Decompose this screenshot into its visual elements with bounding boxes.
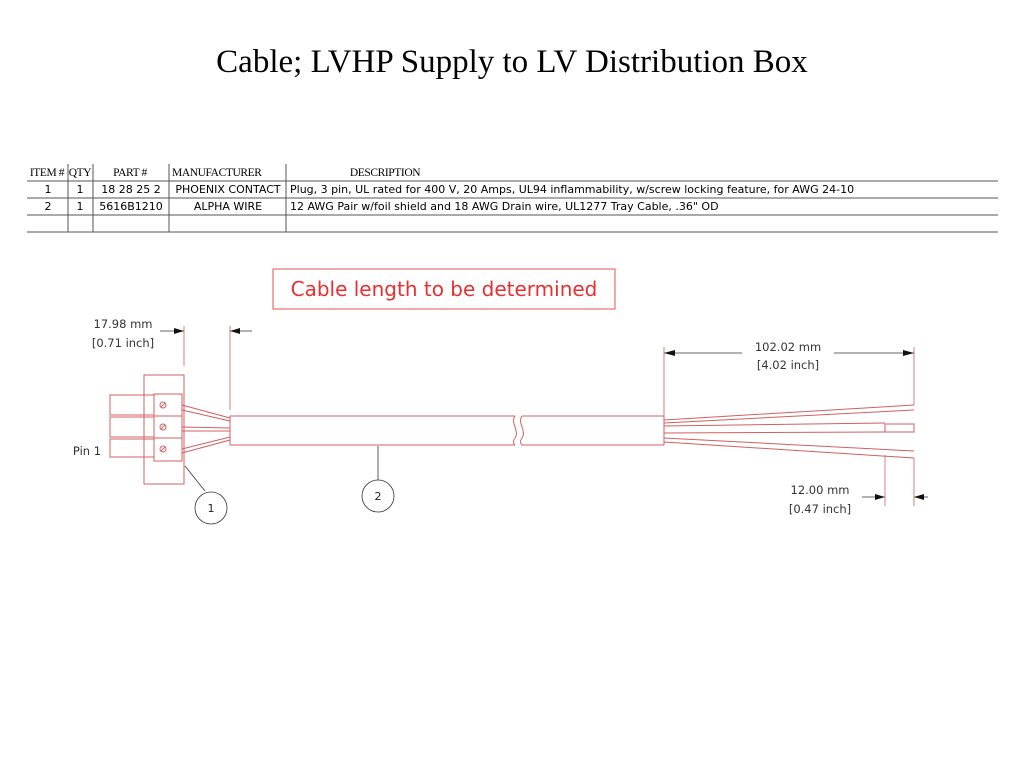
table-row: 1 1 18 28 25 2 PHOENIX CONTACT Plug, 3 p…: [45, 183, 855, 196]
dimension-tip: 12.00 mm [0.47 inch]: [789, 455, 928, 516]
balloon-2: 2: [361, 446, 395, 513]
bom-table: [27, 164, 998, 233]
dimension-connector-mm: 17.98 mm: [94, 317, 153, 331]
bom-cell-manufacturer: ALPHA WIRE: [194, 200, 262, 213]
dimension-strip-mm: 102.02 mm: [755, 340, 821, 354]
dimension-connector-inch: [0.71 inch]: [92, 336, 154, 350]
bom-header-part: PART #: [113, 167, 147, 179]
bom-header-row: ITEM # QTY PART # MANUFACTURER DESCRIPTI…: [30, 167, 422, 179]
balloon-2-label: 2: [375, 490, 382, 503]
bom-cell-description: 12 AWG Pair w/foil shield and 18 AWG Dra…: [290, 200, 719, 213]
bom-cell-part: 5616B1210: [99, 200, 163, 213]
bom-cell-manufacturer: PHOENIX CONTACT: [175, 183, 280, 196]
bom-header-item: ITEM #: [30, 167, 65, 179]
bom-cell-qty: 1: [77, 200, 84, 213]
balloon-1: 1: [184, 465, 228, 525]
bom-header-qty: QTY: [69, 167, 93, 179]
table-row: 2 1 5616B1210 ALPHA WIRE 12 AWG Pair w/f…: [45, 200, 719, 213]
bom-cell-qty: 1: [77, 183, 84, 196]
bom-cell-item: 1: [45, 183, 52, 196]
pin-1-label: Pin 1: [73, 444, 101, 458]
balloon-1-label: 1: [208, 502, 215, 515]
page-title: Cable; LVHP Supply to LV Distribution Bo…: [216, 44, 808, 80]
bom-cell-item: 2: [45, 200, 52, 213]
bom-header-manufacturer: MANUFACTURER: [172, 167, 262, 179]
dimension-strip: 102.02 mm [4.02 inch]: [663, 340, 915, 416]
connector-plug: [109, 374, 231, 485]
length-note: Cable length to be determined: [272, 268, 616, 310]
stripped-wires: [663, 404, 915, 459]
dimension-strip-inch: [4.02 inch]: [757, 358, 819, 372]
bom-header-description: DESCRIPTION: [350, 167, 421, 179]
bom-cell-description: Plug, 3 pin, UL rated for 400 V, 20 Amps…: [290, 183, 854, 196]
length-note-text: Cable length to be determined: [291, 277, 598, 301]
dimension-tip-inch: [0.47 inch]: [789, 502, 851, 516]
dimension-tip-mm: 12.00 mm: [791, 483, 850, 497]
dimension-connector: 17.98 mm [0.71 inch]: [92, 317, 252, 410]
bom-cell-part: 18 28 25 2: [101, 183, 160, 196]
cable-jacket: [229, 415, 665, 446]
